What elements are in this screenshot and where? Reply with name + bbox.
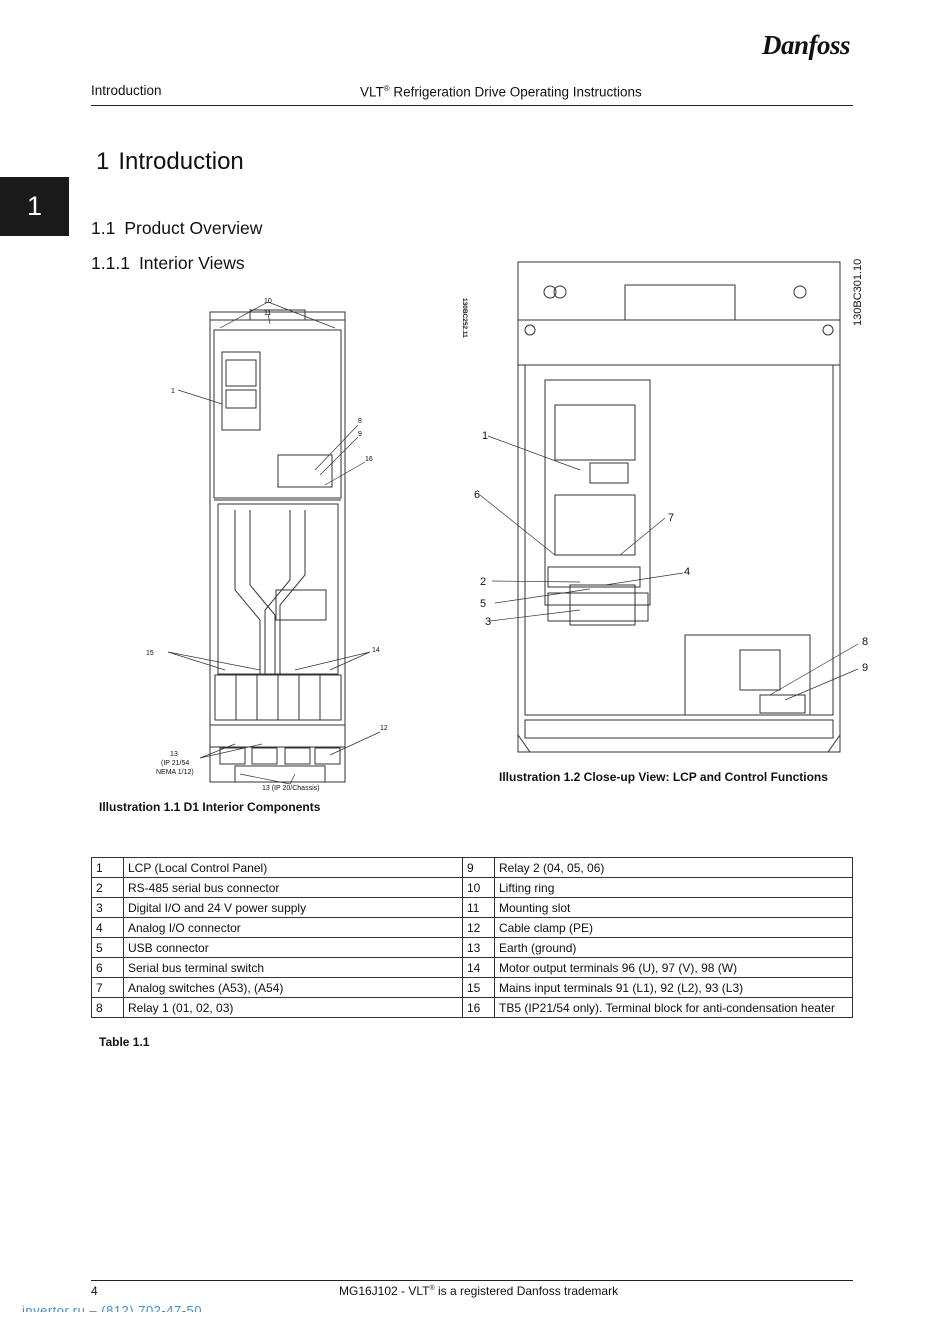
footer-trademark: MG16J102 - VLT® is a registered Danfoss … bbox=[339, 1284, 619, 1298]
legend-number: 16 bbox=[462, 997, 495, 1018]
legend-description: LCP (Local Control Panel) bbox=[123, 857, 463, 878]
legend-description: Mounting slot bbox=[494, 897, 853, 918]
legend-number: 2 bbox=[91, 877, 124, 898]
legend-number: 9 bbox=[462, 857, 495, 878]
figure1-label-13-ip: (IP 21/54 bbox=[161, 760, 189, 767]
legend-number: 7 bbox=[91, 977, 124, 998]
figure1-drawing: 10 11 1 8 9 16 15 14 12 13 (IP 21/54 NEM… bbox=[146, 298, 388, 792]
table-caption: Table 1.1 bbox=[99, 1035, 150, 1049]
legend-number: 15 bbox=[462, 977, 495, 998]
legend-description: USB connector bbox=[123, 937, 463, 958]
legend-number: 3 bbox=[91, 897, 124, 918]
legend-description: Earth (ground) bbox=[494, 937, 853, 958]
legend-description: Lifting ring bbox=[494, 877, 853, 898]
legend-description: Analog switches (A53), (A54) bbox=[123, 977, 463, 998]
figure1-label-1: 1 bbox=[171, 388, 175, 395]
figure2-caption: Illustration 1.2 Close-up View: LCP and … bbox=[499, 770, 828, 784]
legend-number: 6 bbox=[91, 957, 124, 978]
figure2-label-5: 5 bbox=[480, 598, 486, 610]
figure2-label-2: 2 bbox=[480, 576, 486, 588]
figure1-code: 130BC252.11 bbox=[461, 298, 468, 338]
legend-number: 10 bbox=[462, 877, 495, 898]
footer-watermark: invertor.ru – (812) 702-47-50 bbox=[22, 1303, 202, 1312]
legend-number: 8 bbox=[91, 997, 124, 1018]
legend-number: 4 bbox=[91, 917, 124, 938]
figure2-label-7: 7 bbox=[668, 512, 674, 524]
legend-number: 5 bbox=[91, 937, 124, 958]
figure1-label-13: 13 bbox=[170, 751, 178, 758]
page-number: 4 bbox=[91, 1284, 98, 1298]
figure1-label-10: 10 bbox=[264, 298, 272, 305]
figure2-label-6: 6 bbox=[474, 489, 480, 501]
figure1-caption: Illustration 1.1 D1 Interior Components bbox=[99, 800, 321, 814]
legend-number: 13 bbox=[462, 937, 495, 958]
legend-description: TB5 (IP21/54 only). Terminal block for a… bbox=[494, 997, 853, 1018]
figure1-label-16: 16 bbox=[365, 456, 373, 463]
legend-description: RS-485 serial bus connector bbox=[123, 877, 463, 898]
figure2-label-8: 8 bbox=[862, 636, 868, 648]
figure1-label-14: 14 bbox=[372, 647, 380, 654]
legend-number: 14 bbox=[462, 957, 495, 978]
legend-number: 11 bbox=[462, 897, 495, 918]
figure1-label-13-chassis: 13 (IP 20/Chassis) bbox=[262, 785, 319, 792]
figure1-label-13-nema: NEMA 1/12) bbox=[156, 769, 194, 776]
figure2-drawing: 1 6 7 2 4 5 3 8 9 bbox=[474, 261, 868, 753]
legend-description: Mains input terminals 91 (L1), 92 (L2), … bbox=[494, 977, 853, 998]
legend-description: Relay 1 (01, 02, 03) bbox=[123, 997, 463, 1018]
header-rule bbox=[91, 105, 853, 106]
legend-description: Relay 2 (04, 05, 06) bbox=[494, 857, 853, 878]
figure2-label-1: 1 bbox=[482, 430, 488, 442]
figure1-label-15: 15 bbox=[146, 650, 154, 657]
header-document-title: VLT® Refrigeration Drive Operating Instr… bbox=[360, 84, 642, 100]
figure1-label-12: 12 bbox=[380, 725, 388, 732]
legend-number: 1 bbox=[91, 857, 124, 878]
chapter-tab: 1 bbox=[0, 177, 69, 236]
legend-description: Motor output terminals 96 (U), 97 (V), 9… bbox=[494, 957, 853, 978]
figure1-label-11: 11 bbox=[264, 310, 271, 317]
figure2-label-4: 4 bbox=[684, 566, 690, 578]
legend-description: Serial bus terminal switch bbox=[123, 957, 463, 978]
header-section-title: Introduction bbox=[91, 83, 162, 98]
figure2-label-9: 9 bbox=[862, 662, 868, 674]
legend-description: Cable clamp (PE) bbox=[494, 917, 853, 938]
figure1-label-9: 9 bbox=[358, 431, 362, 438]
legend-number: 12 bbox=[462, 917, 495, 938]
figure2-label-3: 3 bbox=[485, 616, 491, 628]
footer-rule bbox=[91, 1280, 853, 1281]
legend-description: Analog I/O connector bbox=[123, 917, 463, 938]
danfoss-logo: Danfoss bbox=[762, 30, 851, 60]
figure1-label-8: 8 bbox=[358, 418, 362, 425]
legend-description: Digital I/O and 24 V power supply bbox=[123, 897, 463, 918]
